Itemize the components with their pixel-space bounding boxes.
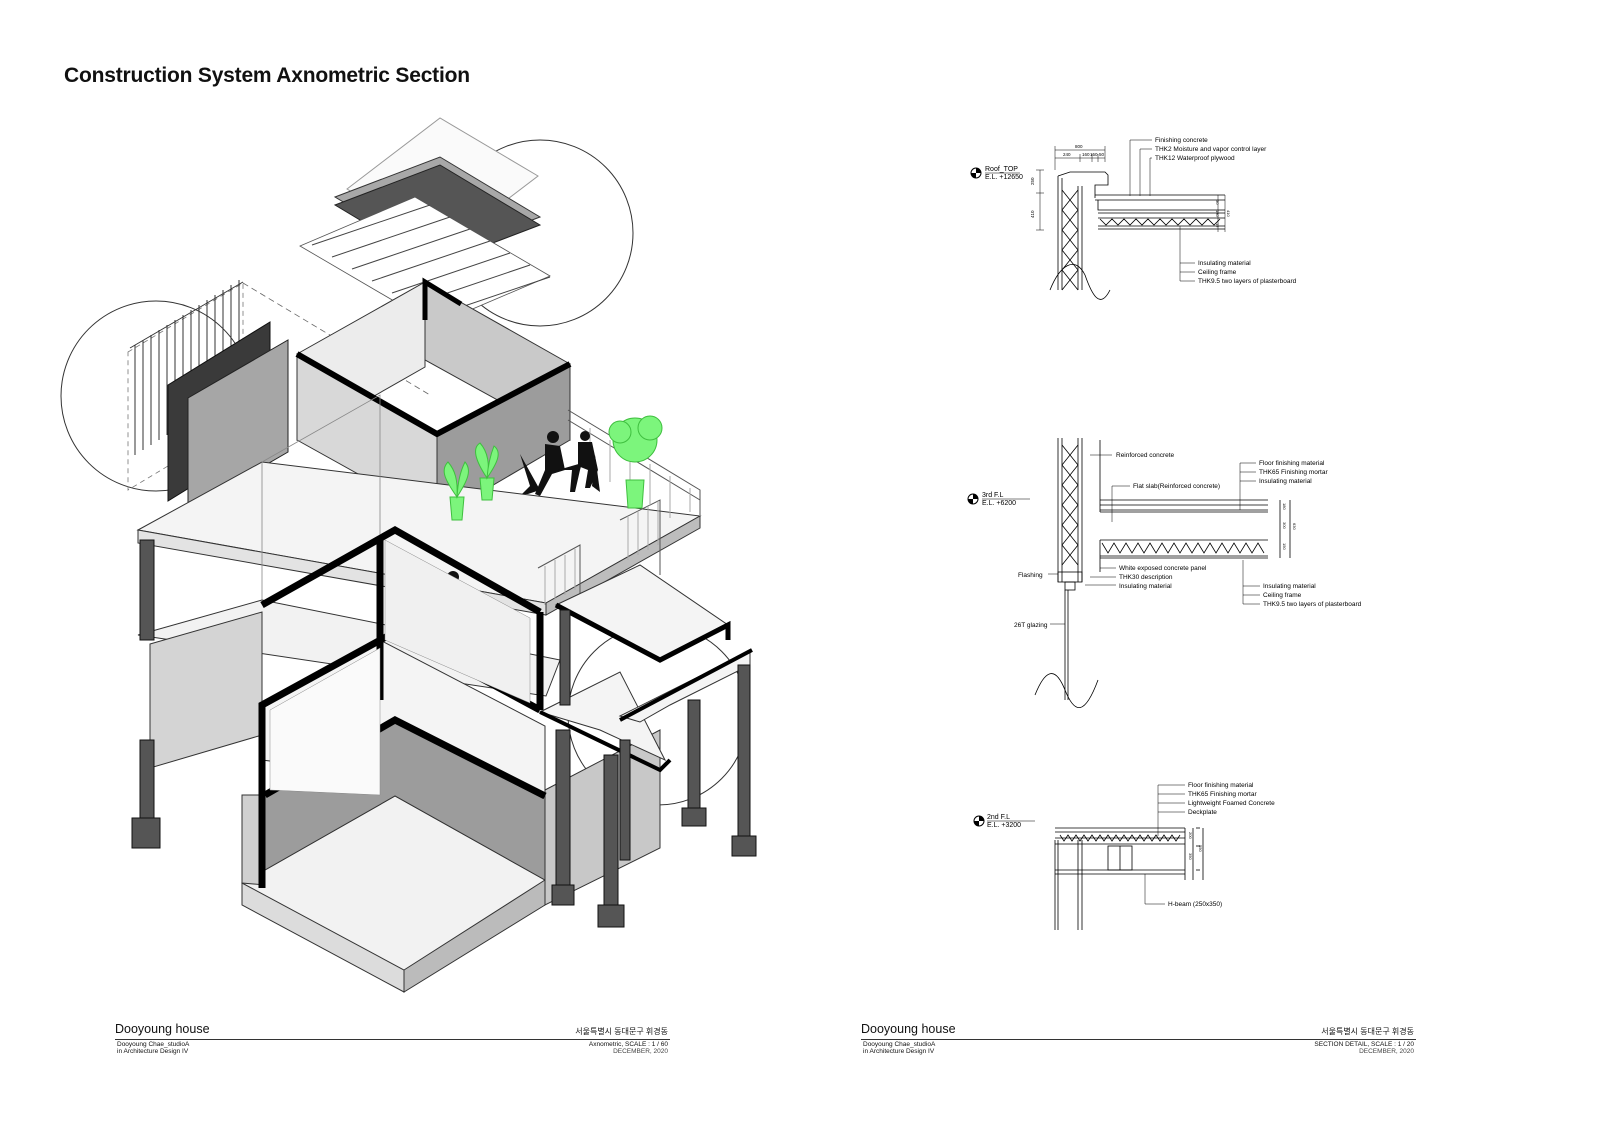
third-flashing: Flashing (1018, 572, 1043, 579)
roof-dim-b: 160 (1082, 152, 1090, 157)
project-name: Dooyoung house (115, 1022, 210, 1036)
third-dim-a: 180 (1282, 503, 1287, 510)
third-label-rc: Reinforced concrete (1116, 452, 1175, 459)
second-dim-c: 550 (1198, 845, 1203, 852)
course: in Architecture Design IV (863, 1048, 935, 1055)
second-dim-a: 200 (1188, 832, 1193, 839)
second-callout-4: Deckplate (1188, 809, 1217, 816)
third-callout-r3: Insulating material (1259, 478, 1312, 485)
third-callout-b1: Insulating material (1263, 583, 1316, 590)
upper-volume (295, 277, 572, 519)
second-dim-b: 350 (1188, 853, 1193, 860)
porch-structure (538, 564, 753, 773)
third-callout-r1: Floor finishing material (1259, 460, 1325, 467)
location: 서울특별시 동대문구 휘경동 (1321, 1027, 1414, 1036)
author: Dooyoung Chae_studioA (117, 1041, 190, 1048)
title-rule (115, 1039, 670, 1040)
columns (131, 539, 757, 928)
course: in Architecture Design IV (117, 1048, 189, 1055)
roof-dim-right-b: 180 (1215, 210, 1220, 217)
third-callout-b3: THK9.5 two layers of plasterboard (1263, 601, 1362, 608)
level-marker-icon (973, 815, 985, 827)
roof-dim-right-d: 410 (1226, 210, 1231, 217)
third-callout-r2: THK65 Finishing mortar (1259, 469, 1328, 476)
second-beam-label: H-beam (250x350) (1168, 901, 1222, 908)
third-label-flatslab: Flat slab(Reinforced concrete) (1133, 483, 1220, 490)
third-dim-b: 300 (1282, 522, 1287, 529)
roof-dim-d: 50 (1099, 152, 1105, 157)
roof-callout-3: THK12 Waterproof plywood (1155, 155, 1235, 162)
interior-wall-2f (269, 647, 381, 796)
roof-detail: Roof_TOP E.L. +12650 800 240 160 150 50 … (970, 137, 1297, 300)
location: 서울특별시 동대문구 휘경동 (575, 1027, 668, 1036)
roof-callout-6: THK9.5 two layers of plasterboard (1198, 278, 1297, 285)
project-name: Dooyoung house (861, 1022, 956, 1036)
roof-callout-4: Insulating material (1198, 260, 1251, 267)
terrace-plants (443, 415, 663, 521)
exploded-wall-layers (127, 280, 431, 511)
roof-callout-2: THK2 Moisture and vapor control layer (1155, 146, 1267, 153)
third-callout-m2: THK30 description (1119, 574, 1173, 581)
roof-dim-side-a: 250 (1030, 177, 1035, 185)
roof-level-el: E.L. +12650 (985, 174, 1023, 181)
third-level-name: 3rd F.L (982, 492, 1004, 499)
author: Dooyoung Chae_studioA (863, 1041, 936, 1048)
date: DECEMBER, 2020 (1359, 1048, 1414, 1055)
roof-dim-top: 800 (1075, 144, 1083, 149)
axonometric-drawing (60, 117, 757, 993)
second-floor-detail: 2nd F.L E.L. +3200 (973, 782, 1275, 930)
second-callout-2: THK65 Finishing mortar (1188, 791, 1257, 798)
second-callout-1: Floor finishing material (1188, 782, 1254, 789)
level-marker-icon (967, 493, 979, 505)
date: DECEMBER, 2020 (613, 1048, 668, 1055)
interior-wall-3f (384, 539, 531, 704)
level-marker-icon (970, 167, 982, 179)
third-callout-m1: White exposed concrete panel (1119, 565, 1207, 572)
title-rule (861, 1039, 1416, 1040)
third-callout-b2: Ceiling frame (1263, 592, 1302, 599)
third-glazing: 26T glazing (1014, 622, 1048, 629)
scale: SECTION DETAIL, SCALE : 1 / 20 (1314, 1041, 1414, 1048)
third-dim-c: 150 (1282, 543, 1287, 550)
roof-callout-1: Finishing concrete (1155, 137, 1208, 144)
scale: Axnometric, SCALE : 1 / 60 (588, 1041, 668, 1048)
third-dim-d: 630 (1292, 523, 1297, 530)
second-level-name: 2nd F.L (987, 814, 1010, 821)
third-floor-detail: 3rd F.L E.L. +6200 (967, 438, 1362, 709)
roof-callout-5: Ceiling frame (1198, 269, 1237, 276)
roof-dim-a: 240 (1063, 152, 1071, 157)
roof-level-name: Roof_TOP (985, 166, 1018, 173)
third-level-el: E.L. +6200 (982, 500, 1016, 507)
roof-dim-side-b: 410 (1030, 210, 1035, 218)
second-level-el: E.L. +3200 (987, 822, 1021, 829)
third-callout-m3: Insulating material (1119, 583, 1172, 590)
roof-dim-c: 150 (1090, 152, 1098, 157)
section-details: Roof_TOP E.L. +12650 800 240 160 150 50 … (967, 137, 1362, 930)
exploded-roof-layers (299, 117, 551, 326)
roof-dim-right-a: 30 (1215, 200, 1220, 205)
second-callout-3: Lightweight Foamed Concrete (1188, 800, 1275, 807)
sheet-title: Construction System Axnometric Section (64, 64, 470, 87)
